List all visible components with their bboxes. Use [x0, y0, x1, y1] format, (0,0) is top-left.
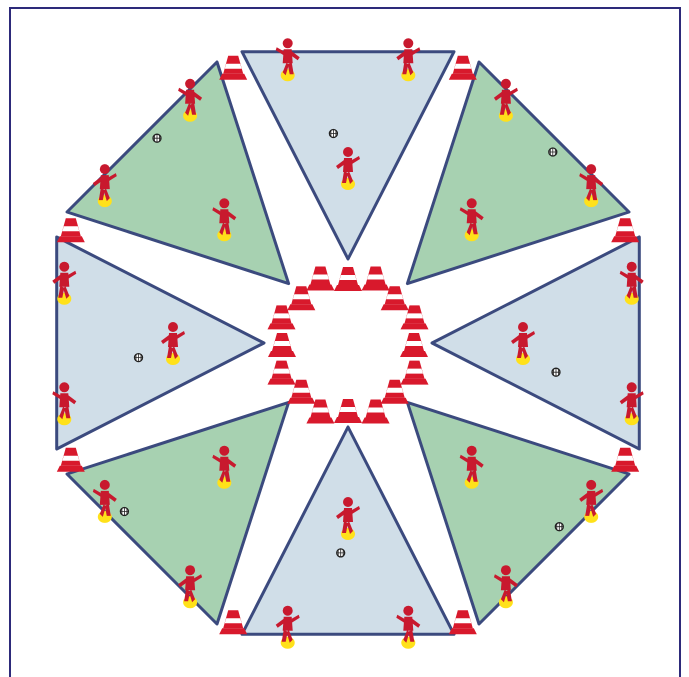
ball-icon [337, 549, 345, 557]
cone-icon [334, 399, 362, 423]
zone-top-right [407, 62, 629, 284]
cone-icon [611, 218, 639, 242]
ball-icon [120, 508, 128, 516]
zone-left [57, 237, 264, 449]
cone-icon [362, 267, 390, 291]
cone-icon [334, 267, 362, 291]
cone-icon [401, 361, 429, 385]
ball-icon [549, 148, 557, 156]
zone-top-left [67, 62, 289, 284]
zones [57, 52, 640, 635]
cone-icon [219, 56, 247, 80]
cone-icon [268, 333, 296, 357]
ball-icon [555, 523, 563, 531]
cone-icon [611, 448, 639, 472]
cone-icon [449, 56, 477, 80]
zone-right [432, 237, 639, 449]
cone-icon [449, 610, 477, 634]
ball-icon [135, 354, 143, 362]
ball-icon [153, 134, 161, 142]
ball-icon [329, 130, 337, 138]
ball-icon [552, 368, 560, 376]
cone-icon [400, 333, 428, 357]
cone-icon [268, 361, 296, 385]
cone-icon [57, 448, 85, 472]
cone-icon [219, 610, 247, 634]
cone-icon [57, 218, 85, 242]
cone-icon [306, 267, 334, 291]
